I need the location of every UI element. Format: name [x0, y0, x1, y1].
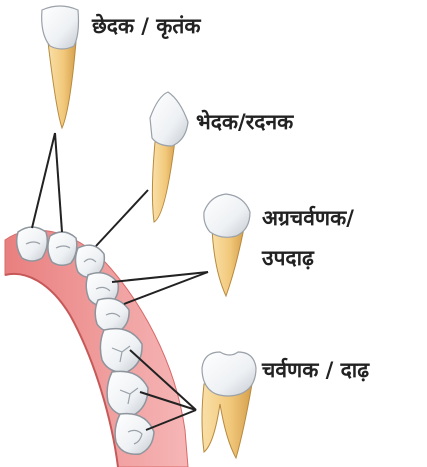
incisor-label: छेदक / कृतंक [92, 12, 201, 40]
premolar-label-line1: अग्रचर्वणक/ [262, 204, 354, 232]
canine-tooth [150, 92, 188, 222]
canine-label: भेदक/रदनक [196, 108, 293, 136]
premolar-tooth [204, 194, 250, 296]
molar-tooth [202, 352, 256, 458]
molar-label: चर्वणक / दाढ़ [262, 356, 369, 384]
arch-incisor-1 [17, 227, 48, 261]
incisor-tooth [42, 6, 79, 128]
premolar-label-line2: उपदाढ़ [262, 244, 314, 272]
arch-incisor-2 [48, 232, 77, 265]
